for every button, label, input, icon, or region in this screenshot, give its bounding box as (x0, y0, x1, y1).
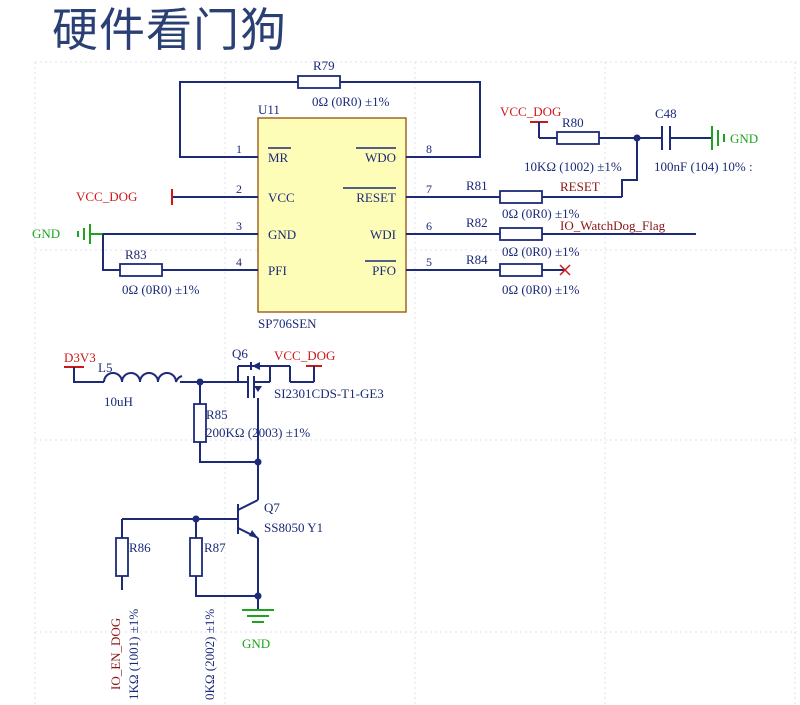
q7-part: SS8050 Y1 (264, 520, 323, 535)
l5-value: 10uH (104, 394, 133, 409)
r86-ref: R86 (129, 540, 151, 555)
ic-part: SP706SEN (258, 316, 317, 331)
vcc-dog-left-label: VCC_DOG (76, 189, 137, 204)
r84-value: 0Ω (0R0) ±1% (502, 282, 580, 297)
resistor-r80: VCC_DOG R80 10KΩ (1002) ±1% (500, 104, 662, 174)
c48-ref: C48 (655, 106, 677, 121)
page-title: 硬件看门狗 (52, 3, 287, 57)
r83-value: 0Ω (0R0) ±1% (122, 282, 200, 297)
grid-lines (34, 61, 800, 705)
resistor-r84: R84 0Ω (0R0) ±1% (446, 252, 580, 297)
r82-value: 0Ω (0R0) ±1% (502, 244, 580, 259)
r84-ref: R84 (466, 252, 488, 267)
pin-name-gnd: GND (268, 227, 296, 242)
resistor-r79: R79 0Ω (0R0) ±1% (179, 58, 481, 158)
net-gnd-q7: GND (242, 600, 274, 651)
net-d3v3: D3V3 (64, 350, 104, 383)
pin-num-4: 4 (236, 255, 242, 269)
gnd-left-label: GND (32, 226, 60, 241)
mosfet-q6: Q6 SI2301CDS-T1-GE3 VCC_DOG (232, 346, 384, 408)
pin-num-1: 1 (236, 142, 242, 156)
pin-num-3: 3 (236, 219, 242, 233)
capacitor-c48: C48 100nF (104) 10% : GND (654, 106, 758, 174)
r80-value: 10KΩ (1002) ±1% (524, 159, 622, 174)
io-watchdog-flag-label: IO_WatchDog_Flag (560, 218, 666, 233)
pin-name-pfi: PFI (268, 263, 287, 278)
pin-num-2: 2 (236, 182, 242, 196)
r80-ref: R80 (562, 115, 584, 130)
pin-name-wdo: WDO (365, 150, 396, 165)
transistor-q7: Q7 SS8050 Y1 (122, 499, 323, 600)
c48-value: 100nF (104) 10% : (654, 159, 753, 174)
q7-ref: Q7 (264, 500, 280, 515)
gnd-q7-label: GND (242, 636, 270, 651)
r81-ref: R81 (466, 178, 488, 193)
reset-net-label: RESET (560, 179, 600, 194)
pin-name-mr: MR (268, 150, 289, 165)
pin-num-6: 6 (426, 219, 432, 233)
r79-ref: R79 (313, 58, 335, 73)
vcc-dog-q6-label: VCC_DOG (274, 348, 335, 363)
resistor-r81: R81 0Ω (0R0) ±1% RESET (446, 138, 638, 221)
io-en-dog-label: IO_EN_DOG (108, 618, 123, 690)
resistor-r85: R85 200KΩ (2003) ±1% (193, 382, 310, 500)
l5-ref: L5 (98, 360, 112, 375)
q6-part: SI2301CDS-T1-GE3 (274, 386, 384, 401)
pin-name-pfo: PFO (372, 263, 396, 278)
d3v3-label: D3V3 (64, 350, 96, 365)
r83-ref: R83 (125, 247, 147, 262)
inductor-l5: L5 10uH (98, 360, 183, 409)
pin-num-8: 8 (426, 142, 432, 156)
r79-value: 0Ω (0R0) ±1% (312, 94, 390, 109)
r86-value: 1KΩ (1001) ±1% (126, 609, 141, 700)
pin-name-reset: RESET (356, 190, 396, 205)
r85-value: 200KΩ (2003) ±1% (206, 425, 310, 440)
pin-num-7: 7 (426, 182, 432, 196)
r81-value: 0Ω (0R0) ±1% (502, 206, 580, 221)
vcc-dog-top-label: VCC_DOG (500, 104, 561, 119)
r82-ref: R82 (466, 215, 488, 230)
resistor-r82: R82 0Ω (0R0) ±1% IO_WatchDog_Flag (446, 215, 696, 259)
pin-name-wdi: WDI (370, 227, 396, 242)
ic-u11: U11 SP706SEN 1 2 3 4 MR VCC GND PFI 8 7 … (218, 102, 446, 331)
pin-name-vcc: VCC (268, 190, 295, 205)
net-gnd-left: GND (32, 224, 218, 271)
pin-num-5: 5 (426, 255, 432, 269)
gnd-c48-label: GND (730, 131, 758, 146)
net-vcc-dog-left: VCC_DOG (76, 189, 218, 205)
q6-ref: Q6 (232, 346, 248, 361)
r87-ref: R87 (204, 540, 226, 555)
r85-ref: R85 (206, 407, 228, 422)
ic-ref: U11 (258, 102, 280, 117)
resistor-r86: R86 1KΩ (1001) ±1% IO_EN_DOG (108, 519, 151, 700)
resistor-r83: R83 0Ω (0R0) ±1% (119, 247, 200, 297)
r87-value: 0KΩ (2002) ±1% (202, 609, 217, 700)
resistor-r87: R87 0KΩ (2002) ±1% (189, 519, 262, 700)
